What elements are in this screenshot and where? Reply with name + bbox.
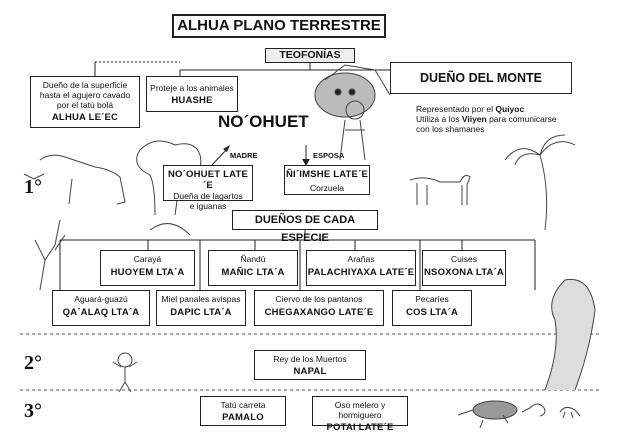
dueno-superficie-box: Dueño de la superficie hasta el agujero … xyxy=(30,76,140,128)
represented-l2c: para comunicarse xyxy=(486,114,557,124)
protector-desc: Proteje a los animales xyxy=(150,83,234,93)
species-top-box: Ñandú MAÑIC LTA´A xyxy=(208,250,298,286)
dueno-superficie-desc-2: hasta el agujero cavado xyxy=(39,90,131,100)
species-bottom-desc: Miel panales avispas xyxy=(161,294,241,304)
tatu-desc: Tatú carreta xyxy=(220,400,266,410)
species-bottom-box: Pecaríes COS LTA´A xyxy=(392,290,472,326)
level-3-label: 3° xyxy=(24,400,42,422)
dueno-monte-box: DUEÑO DEL MONTE xyxy=(390,62,572,94)
species-bottom-box: Aguará-guazú QA´ALAQ LTA´A xyxy=(52,290,150,326)
duenos-especie-label: DUEÑOS DE CADA ESPECIE xyxy=(254,214,356,244)
species-top-name: MAÑIC LTA´A xyxy=(221,267,285,278)
species-top-desc: Arañas xyxy=(347,254,375,264)
rey-muertos-box: Rey de los Muertos NAPAL xyxy=(254,350,366,380)
represented-line-1: Representado por el Quiyoc xyxy=(416,104,596,114)
main-deity: NO´OHUET xyxy=(218,112,309,131)
esposa-label: ESPOSA xyxy=(313,151,345,160)
rey-muertos-desc: Rey de los Muertos xyxy=(273,354,347,364)
sketch-tree-left xyxy=(136,140,202,236)
teofonias-label: TEOFONÍAS xyxy=(279,49,341,61)
madre-desc-1: Dueña de lagartos xyxy=(173,191,243,201)
madre-arrow xyxy=(211,147,229,166)
species-bottom-name: COS LTA´A xyxy=(405,307,459,318)
oso-desc: Oso melero y hormiguero xyxy=(334,400,386,420)
madre-name: NO´OHUET LATE´E xyxy=(167,169,248,191)
represented-l2a: Utiliza a los xyxy=(416,114,462,124)
species-top-name: PALACHIYAXA LATE´E xyxy=(307,267,415,278)
species-bottom-desc: Aguará-guazú xyxy=(74,294,128,304)
species-top-box: Arañas PALACHIYAXA LATE´E xyxy=(306,250,416,286)
species-top-box: Cuises NSOXONA LTA´A xyxy=(422,250,506,286)
protector-name: HUASHE xyxy=(171,95,213,106)
madre-label: MADRE xyxy=(230,151,258,160)
dueno-superficie-name: ALHUA LE´EC xyxy=(51,112,119,123)
dueno-monte-label: DUEÑO DEL MONTE xyxy=(420,71,542,85)
species-bottom-desc: Ciervo de los pantanos xyxy=(275,294,363,304)
esposa-desc: Corzuela xyxy=(309,183,345,193)
sketch-fox xyxy=(23,154,126,205)
oso-box: Oso melero y hormiguero POTAI LATE´E xyxy=(312,396,408,433)
level-1-label: 1° xyxy=(24,176,42,198)
species-bottom-name: CHEGAXANGO LATE´E xyxy=(264,307,374,318)
sketch-jaguar xyxy=(314,64,391,118)
species-top-box: Carayá HUOYEM LTA´A xyxy=(100,250,195,286)
represented-quiyoc: Quiyoc xyxy=(495,104,525,114)
esposa-name: ÑI´IMSHE LATE´E xyxy=(286,169,368,180)
species-bottom-desc: Pecaríes xyxy=(415,294,449,304)
duenos-especie-box: DUEÑOS DE CADA ESPECIE xyxy=(232,210,378,244)
rey-muertos-name: NAPAL xyxy=(293,366,327,377)
sketch-deer xyxy=(409,174,471,205)
species-bottom-name: QA´ALAQ LTA´A xyxy=(62,307,140,318)
species-top-name: NSOXONA LTA´A xyxy=(423,267,504,278)
sketch-monkey xyxy=(112,352,138,393)
represented-text: Representado por el Quiyoc Utiliza a los… xyxy=(416,104,596,134)
represented-line-2: Utiliza a los Viiyen para comunicarse xyxy=(416,114,596,124)
dueno-superficie-desc-3: por el tatú bolá xyxy=(56,100,114,110)
species-bottom-box: Ciervo de los pantanos CHEGAXANGO LATE´E xyxy=(254,290,384,326)
sketch-cliff xyxy=(544,278,596,391)
dueno-superficie-desc-1: Dueño de la superficie xyxy=(42,80,128,90)
page-title: ALHUA PLANO TERRESTRE xyxy=(177,17,381,34)
species-top-name: HUOYEM LTA´A xyxy=(110,267,185,278)
sketch-man xyxy=(339,100,366,161)
tatu-name: PAMALO xyxy=(222,412,264,423)
species-bottom-name: DAPIC LTA´A xyxy=(170,307,232,318)
protector-box: Proteje a los animales HUASHE xyxy=(146,76,238,112)
level-2-label: 2° xyxy=(24,352,42,374)
sketch-tree-trunk xyxy=(34,219,66,291)
represented-line-3: con los shamanes xyxy=(416,124,485,134)
species-top-desc: Carayá xyxy=(133,254,162,264)
represented-viiyen: Viiyen xyxy=(461,114,487,124)
sketch-anteater xyxy=(457,400,581,429)
madre-desc-2: e iguanas xyxy=(189,201,227,211)
title-box: ALHUA PLANO TERRESTRE xyxy=(172,14,386,38)
oso-name: POTAI LATE´E xyxy=(326,422,394,433)
sketch-palm xyxy=(504,134,576,231)
madre-box: NO´OHUET LATE´E Dueña de lagartos e igua… xyxy=(163,165,253,211)
tatu-box: Tatú carreta PAMALO xyxy=(200,396,286,426)
species-top-desc: Ñandú xyxy=(240,254,266,264)
represented-l1a: Representado por el xyxy=(416,104,496,114)
esposa-box: ÑI´IMSHE LATE´E Corzuela xyxy=(284,165,370,195)
teofonias-box: TEOFONÍAS xyxy=(265,48,355,63)
species-top-desc: Cuises xyxy=(451,254,477,264)
species-bottom-box: Miel panales avispas DAPIC LTA´A xyxy=(156,290,246,326)
